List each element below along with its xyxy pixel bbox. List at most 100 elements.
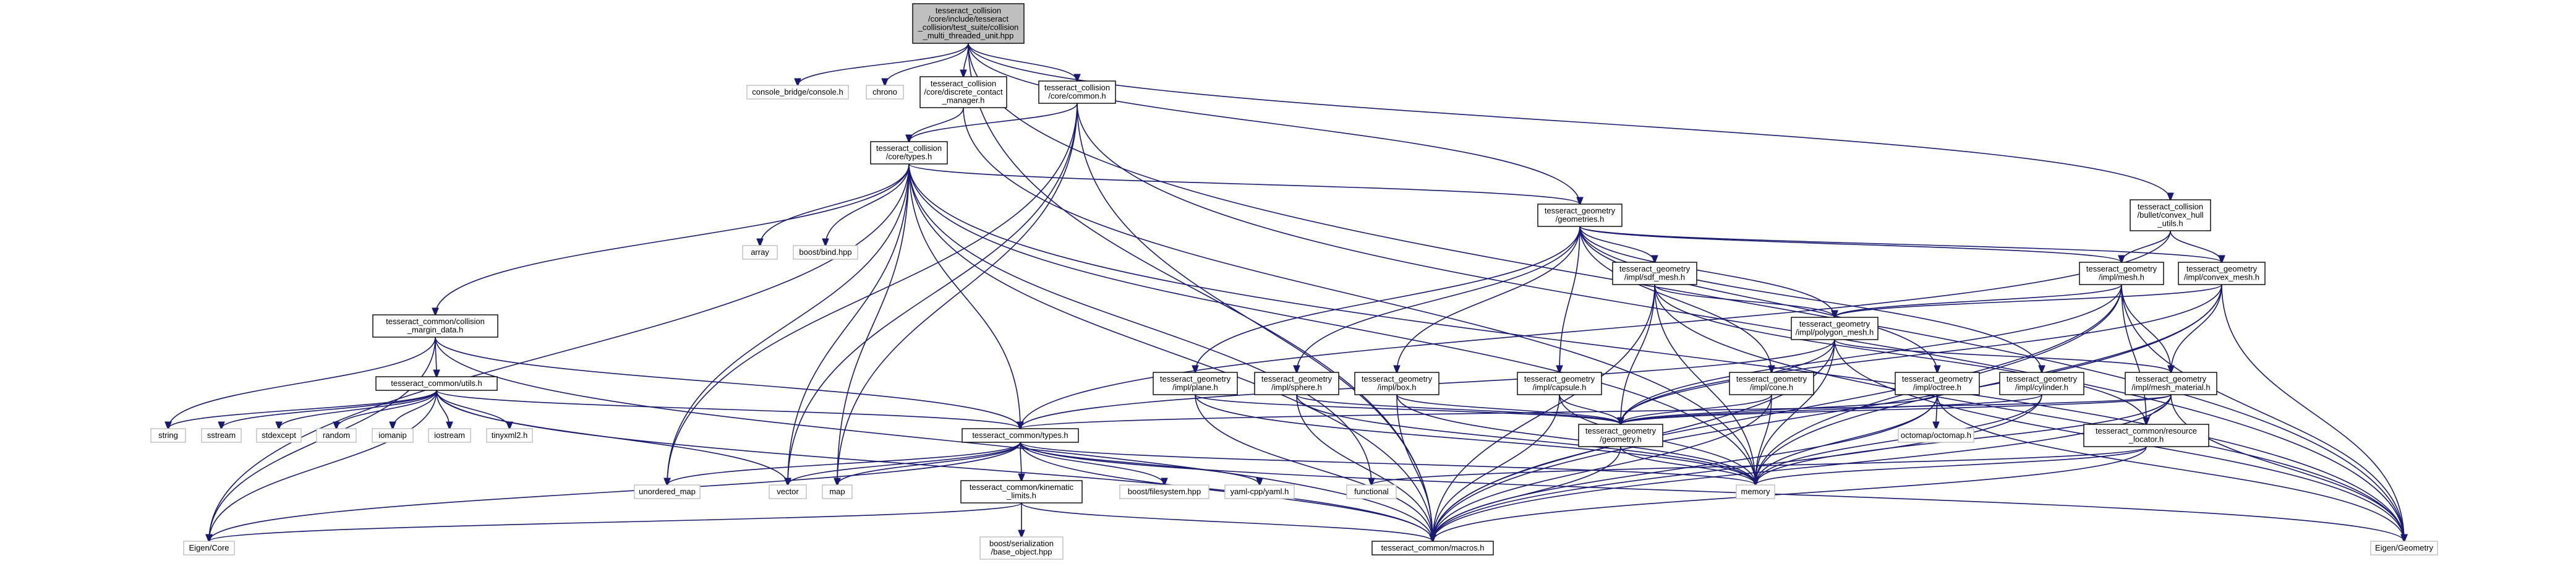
- node-resource_locator-box: [2083, 424, 2209, 447]
- node-macros-label: tesseract_common/macros.h: [1381, 543, 1485, 552]
- node-vector: vector: [769, 484, 807, 499]
- node-unordered_map-label: unordered_map: [639, 487, 696, 496]
- edge-geometries-to-mesh: [1579, 226, 2122, 262]
- node-octree[interactable]: tesseract_geometry/impl/octree.h: [1895, 372, 1980, 395]
- edge-core_common-to-map: [837, 103, 1078, 485]
- node-root[interactable]: tesseract_collision/core/include/tessera…: [912, 3, 1025, 44]
- node-cone[interactable]: tesseract_geometry/impl/cone.h: [1729, 372, 1814, 395]
- node-discrete_contact_manager[interactable]: tesseract_collision/core/discrete_contac…: [919, 76, 1007, 108]
- node-core_types[interactable]: tesseract_collision/core/types.h: [870, 141, 948, 165]
- node-mesh-label: tesseract_geometry: [2086, 264, 2157, 273]
- node-geometries[interactable]: tesseract_geometry/geometries.h: [1537, 204, 1623, 227]
- node-random-box: [316, 428, 357, 443]
- node-memory-label: memory: [1741, 487, 1770, 496]
- node-geometries-label: /geometries.h: [1556, 215, 1605, 224]
- node-geometry_h[interactable]: tesseract_geometry/geometry.h: [1578, 424, 1663, 447]
- edge-convex_mesh-to-mesh_material: [2171, 284, 2222, 372]
- edge-discrete_contact_manager-to-memory: [963, 107, 1755, 485]
- edge-collision_margin-to-macros: [435, 337, 1433, 541]
- node-unordered_map-box: [634, 484, 701, 499]
- node-plane-label: /impl/plane.h: [1172, 383, 1218, 392]
- node-collision_margin[interactable]: tesseract_common/collision_margin_data.h: [372, 314, 498, 338]
- edge-mesh-to-geometry_h: [1621, 284, 2122, 424]
- edge-root-to-eigen_geometry: [968, 43, 2404, 541]
- node-convex_hull_utils[interactable]: tesseract_collision/bullet/convex_hull_u…: [2130, 199, 2211, 231]
- node-plane[interactable]: tesseract_geometry/impl/plane.h: [1153, 372, 1238, 395]
- edge-octree-to-geometry_h: [1621, 394, 1938, 424]
- node-core_common-label: /core/common.h: [1048, 92, 1106, 101]
- node-eigen_core: Eigen/Core: [183, 541, 235, 555]
- node-box-box: [1354, 372, 1439, 395]
- node-collision_margin-label: tesseract_common/collision: [386, 317, 485, 326]
- node-eigen_geometry: Eigen/Geometry: [2370, 541, 2438, 555]
- edge-cylinder-to-macros: [1433, 394, 2042, 541]
- edge-common_types-to-map: [837, 442, 1021, 485]
- edge-common_types-to-eigen_geometry: [1020, 442, 2404, 541]
- edge-kinematic_limits-to-macros: [1021, 502, 1433, 541]
- node-boost_bind-box: [793, 245, 858, 260]
- edge-sdf_mesh-to-geometry_h: [1621, 284, 1655, 424]
- edge-geometry_h-to-macros: [1433, 446, 1621, 541]
- node-convex_mesh[interactable]: tesseract_geometry/impl/convex_mesh.h: [2178, 262, 2266, 285]
- edge-sphere-to-geometry_h: [1296, 394, 1621, 424]
- node-polygon_mesh-box: [1791, 317, 1879, 340]
- edge-mesh_material-to-macros: [1433, 394, 2172, 541]
- node-kinematic_limits[interactable]: tesseract_common/kinematic_limits.h: [960, 480, 1083, 504]
- node-cylinder[interactable]: tesseract_geometry/impl/cylinder.h: [1999, 372, 2084, 395]
- node-iostream-label: iostream: [434, 431, 465, 440]
- node-mesh_material[interactable]: tesseract_geometry/impl/mesh_material.h: [2125, 372, 2217, 395]
- edge-sdf_mesh-to-resource_locator: [1654, 284, 2146, 424]
- edge-mesh_material-to-geometry_h: [1621, 394, 2172, 424]
- node-sstream-box: [201, 428, 242, 443]
- edge-mesh_material-to-common_types: [1020, 394, 2172, 429]
- node-mesh-box: [2079, 262, 2164, 285]
- edge-octree-to-memory: [1755, 394, 1938, 485]
- node-common_types[interactable]: tesseract_common/types.h: [962, 428, 1079, 443]
- node-macros[interactable]: tesseract_common/macros.h: [1371, 541, 1494, 555]
- node-geometries-box: [1537, 204, 1623, 227]
- node-utils-box: [375, 376, 498, 391]
- node-root-label: _multi_threaded_unit.hpp: [923, 31, 1014, 40]
- node-sdf_mesh[interactable]: tesseract_geometry/impl/sdf_mesh.h: [1612, 262, 1697, 285]
- node-sstream-label: sstream: [207, 431, 236, 440]
- node-polygon_mesh[interactable]: tesseract_geometry/impl/polygon_mesh.h: [1791, 317, 1879, 340]
- node-resource_locator[interactable]: tesseract_common/resource_locator.h: [2083, 424, 2209, 447]
- edge-sphere-to-macros: [1296, 394, 1433, 541]
- edge-mesh-to-eigen_geometry: [2121, 284, 2404, 541]
- edge-convex_mesh-to-memory: [1755, 284, 2222, 485]
- node-eigen_core-label: Eigen/Core: [189, 543, 229, 552]
- node-eigen_geometry-label: Eigen/Geometry: [2375, 543, 2433, 552]
- edge-core_types-to-eigen_core: [209, 163, 910, 541]
- edge-plane-to-memory: [1195, 394, 1755, 485]
- edge-common_types-to-kinematic_limits: [1020, 442, 1021, 481]
- node-core_common-box: [1038, 80, 1116, 104]
- node-tinyxml2-box: [486, 428, 533, 443]
- node-root-label: _collision/test_suite/collision: [918, 23, 1019, 32]
- node-sphere[interactable]: tesseract_geometry/impl/sphere.h: [1254, 372, 1339, 395]
- node-kinematic_limits-box: [960, 480, 1083, 504]
- node-sdf_mesh-box: [1612, 262, 1697, 285]
- node-mesh[interactable]: tesseract_geometry/impl/mesh.h: [2079, 262, 2164, 285]
- edge-core_types-to-vector: [788, 163, 910, 485]
- node-discrete_contact_manager-label: tesseract_collision: [931, 79, 996, 88]
- edge-geometry_h-to-memory: [1620, 446, 1755, 485]
- node-geometry_h-box: [1578, 424, 1663, 447]
- node-octree-box: [1895, 372, 1980, 395]
- node-convex_hull_utils-label: /bullet/convex_hull: [2138, 210, 2204, 220]
- node-stdexcept-label: stdexcept: [262, 431, 296, 440]
- node-polygon_mesh-label: tesseract_geometry: [1799, 319, 1870, 328]
- node-eigen_core-box: [183, 541, 235, 555]
- edge-capsule-to-macros: [1433, 394, 1560, 541]
- node-boost_bind: boost/bind.hpp: [793, 245, 858, 260]
- edge-mesh-to-resource_locator: [2121, 284, 2146, 424]
- node-sdf_mesh-label: /impl/sdf_mesh.h: [1624, 273, 1685, 282]
- node-box[interactable]: tesseract_geometry/impl/box.h: [1354, 372, 1439, 395]
- edge-root-to-chrono: [885, 43, 969, 85]
- edge-convex_hull_utils-to-mesh: [2122, 230, 2171, 262]
- node-utils[interactable]: tesseract_common/utils.h: [375, 376, 498, 391]
- edge-geometries-to-box: [1397, 226, 1580, 372]
- node-capsule[interactable]: tesseract_geometry/impl/capsule.h: [1517, 372, 1602, 395]
- node-root-label: /core/include/tesseract: [928, 14, 1009, 24]
- node-yaml_cpp-box: [1224, 484, 1295, 499]
- node-core_common[interactable]: tesseract_collision/core/common.h: [1038, 80, 1116, 104]
